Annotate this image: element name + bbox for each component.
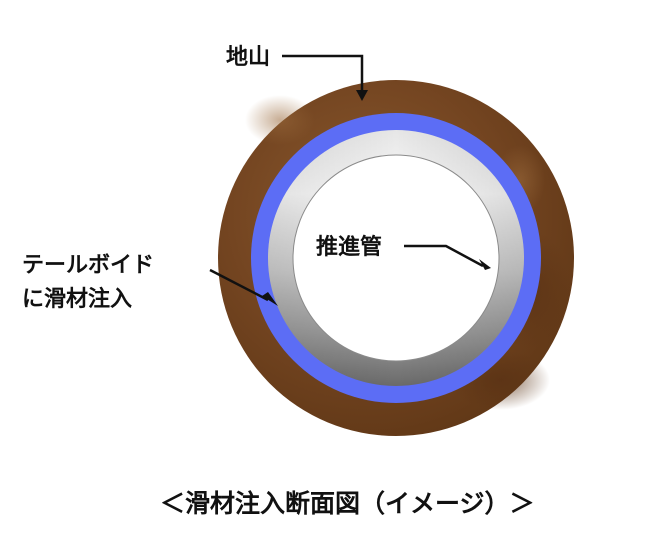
figure-caption: ＜滑材注入断面図（イメージ）＞ [160, 489, 535, 518]
ground-label: 地山 [226, 45, 270, 70]
void-label-line1: テールボイド [22, 253, 154, 278]
ground-leader-arrowhead [356, 90, 368, 101]
ground-leader [282, 54, 368, 101]
void-leader-arrowhead [262, 292, 278, 306]
void-leader [209, 268, 278, 306]
pipe-leader [404, 244, 491, 270]
void-leader-line [209, 268, 269, 302]
pipe-label: 推進管 [316, 234, 382, 260]
pipe-interior [292, 154, 500, 362]
ground-texture-light [245, 95, 315, 145]
pipe-leader-arrowhead [479, 259, 491, 270]
void-label-line2: に滑材注入 [22, 286, 132, 312]
pipe-leader-line [404, 244, 484, 268]
ground-leader-line [282, 54, 364, 92]
